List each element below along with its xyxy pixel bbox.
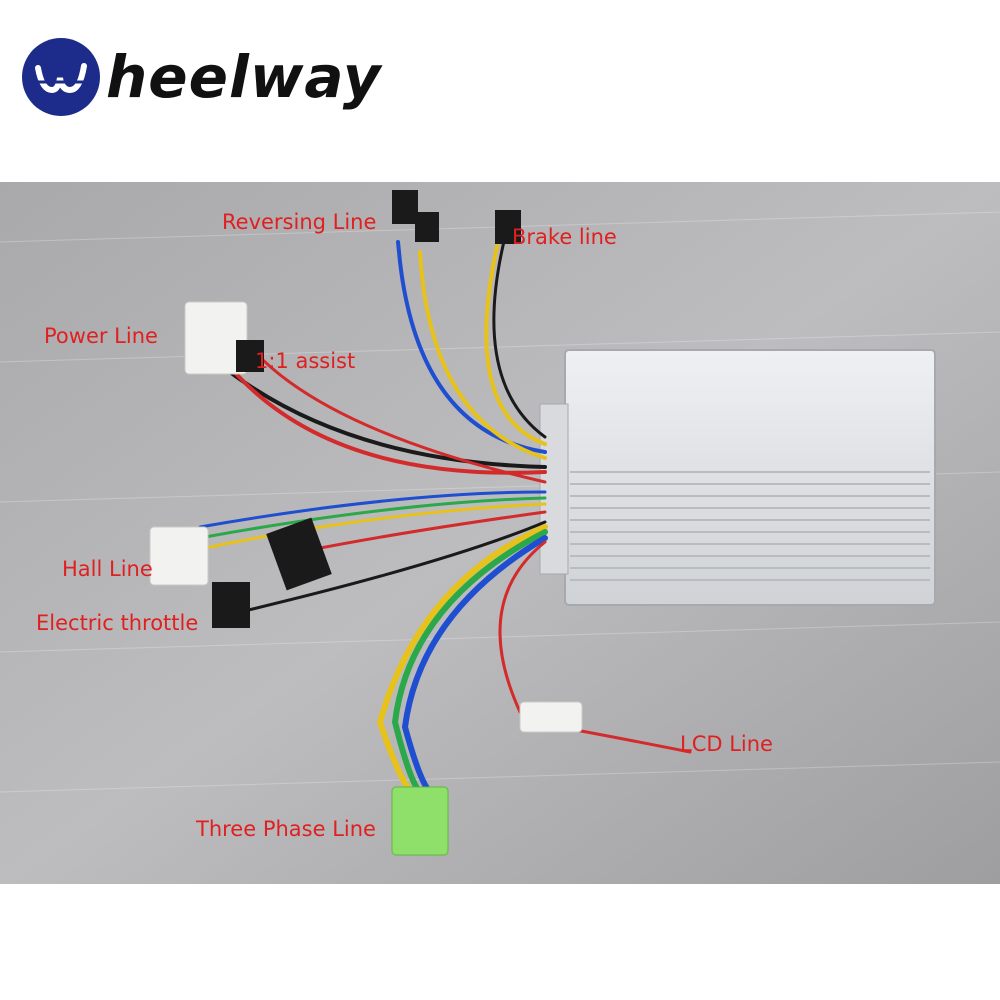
label-power-line: Power Line	[44, 324, 158, 348]
label-assist: 1:1 assist	[255, 349, 356, 373]
connectors	[149, 190, 583, 856]
label-three-phase-line: Three Phase Line	[196, 817, 376, 841]
label-hall-line: Hall Line	[62, 557, 153, 581]
controller-box	[539, 349, 936, 606]
label-brake-line: Brake line	[512, 225, 617, 249]
label-electric-throttle: Electric throttle	[36, 611, 199, 635]
logo-mark-icon	[22, 38, 100, 116]
product-photo: Reversing Line Brake line Power Line 1:1…	[0, 182, 1000, 884]
logo-wordmark: heelway	[106, 43, 382, 111]
label-reversing-line: Reversing Line	[222, 210, 377, 234]
brand-logo: heelway	[22, 38, 402, 118]
label-lcd-line: LCD Line	[680, 732, 773, 756]
photo-illustration	[0, 182, 1000, 884]
